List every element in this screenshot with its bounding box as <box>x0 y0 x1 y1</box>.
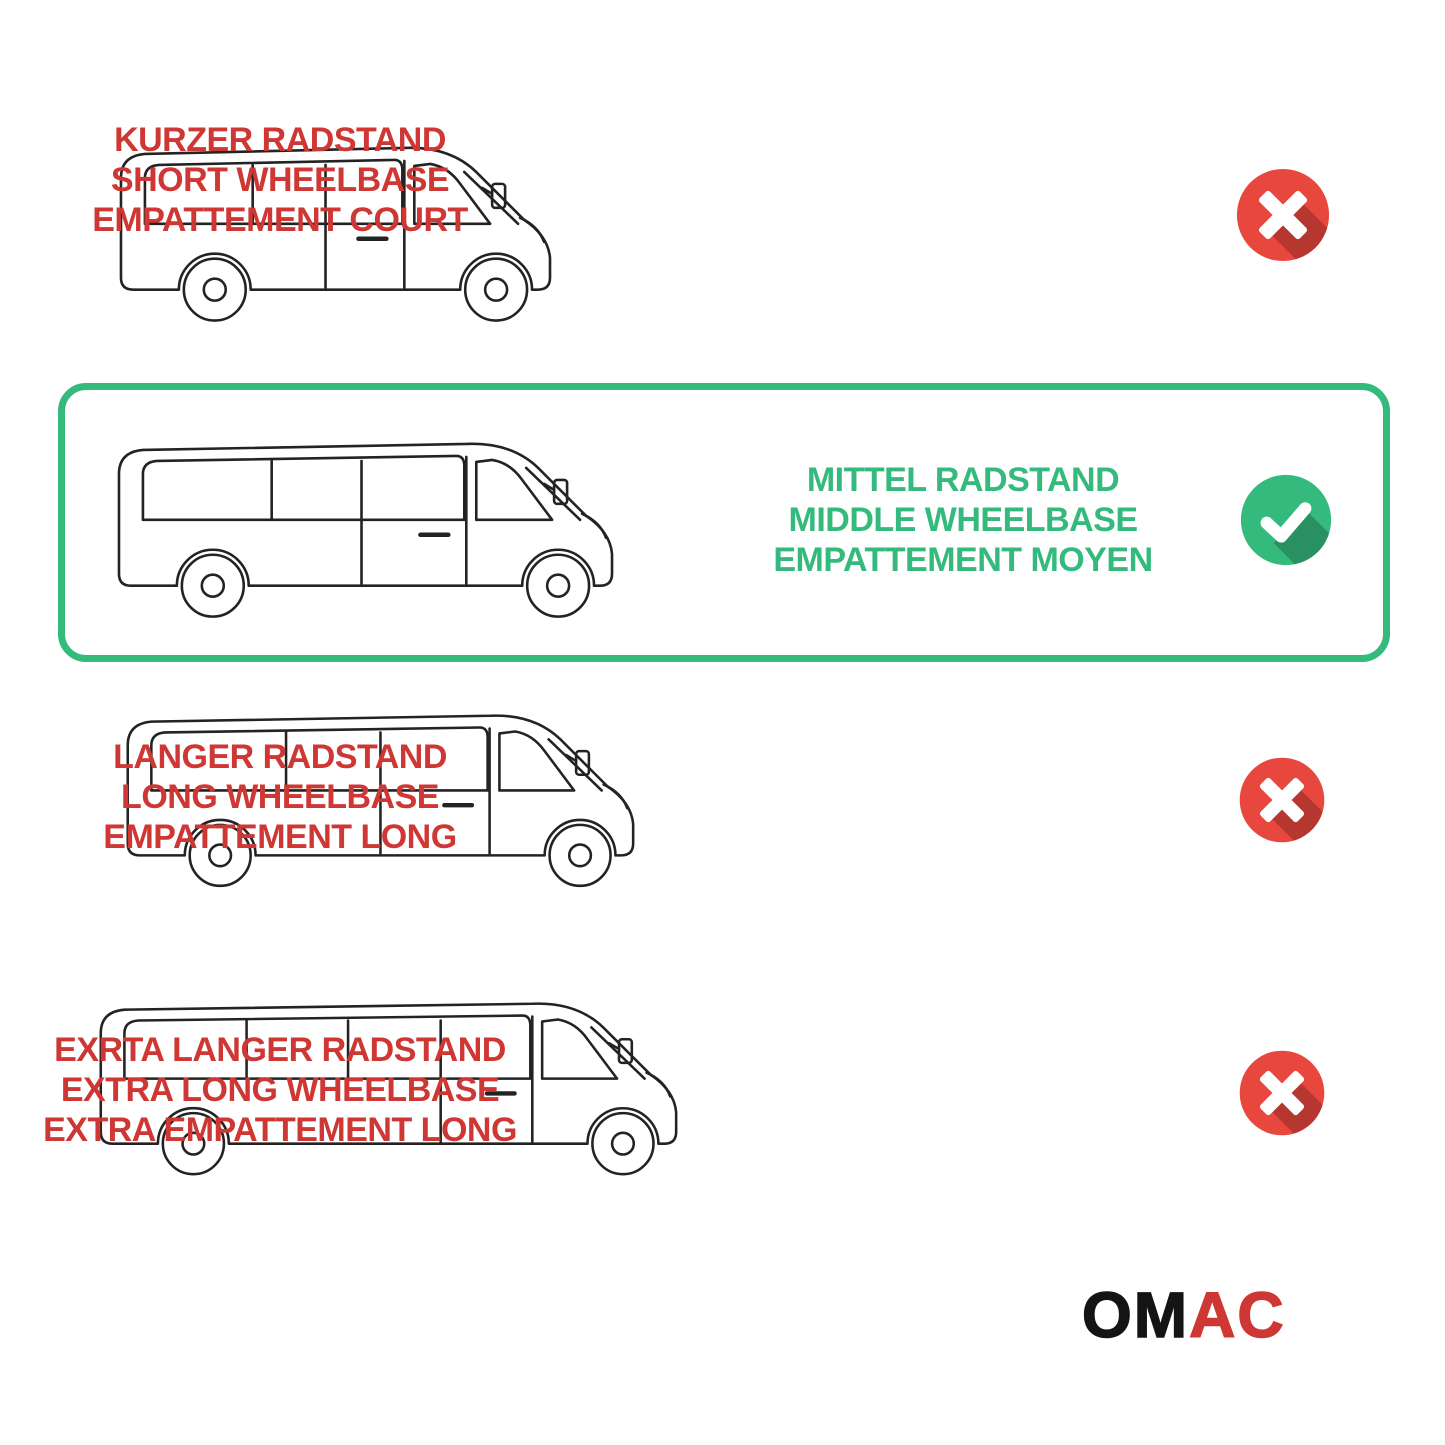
van-icon <box>117 442 614 618</box>
label-line-en: SHORT WHEELBASE <box>110 161 450 199</box>
option-label-short: KURZER RADSTAND SHORT WHEELBASE EMPATTEM… <box>0 120 560 240</box>
label-line-en: EXTRA LONG WHEELBASE <box>60 1071 500 1109</box>
label-line-fr: EXTRA EMPATTEMENT LONG <box>43 1111 517 1149</box>
label-line-en: LONG WHEELBASE <box>121 778 439 816</box>
option-label-long: LANGER RADSTAND LONG WHEELBASE EMPATTEME… <box>0 737 560 857</box>
option-label-extra-long: EXRTA LANGER RADSTAND EXTRA LONG WHEELBA… <box>0 1030 560 1150</box>
brand-logo: OMAC <box>1081 1278 1286 1352</box>
label-line-de: EXRTA LANGER RADSTAND <box>54 1031 506 1069</box>
van-icon <box>126 714 635 888</box>
cross-icon <box>1236 168 1330 262</box>
option-row-extra-long-wheelbase: EXRTA LANGER RADSTAND EXTRA LONG WHEELBA… <box>0 980 1445 1220</box>
option-row-long-wheelbase: LANGER RADSTAND LONG WHEELBASE EMPATTEME… <box>0 690 1445 920</box>
option-row-short-wheelbase: KURZER RADSTAND SHORT WHEELBASE EMPATTEM… <box>0 120 1445 350</box>
label-line-en: MIDDLE WHEELBASE <box>788 501 1139 539</box>
check-badge <box>1238 472 1334 568</box>
brand-logo-red-part: AC <box>1188 1278 1286 1352</box>
label-line-fr: EMPATTEMENT MOYEN <box>773 541 1153 579</box>
cross-icon <box>1239 757 1325 843</box>
van-illustration-extra-long <box>85 988 686 1185</box>
van-illustration-middle <box>103 428 622 628</box>
cross-badge <box>1237 755 1327 845</box>
van-illustration-short <box>105 132 560 332</box>
label-line-fr: EMPATTEMENT COURT <box>92 201 468 239</box>
cross-badge <box>1237 1048 1327 1138</box>
check-icon <box>1240 474 1332 566</box>
label-line-fr: EMPATTEMENT LONG <box>103 818 457 856</box>
brand-logo-black-part: OM <box>1081 1278 1190 1352</box>
van-illustration-long <box>112 700 643 897</box>
option-row-middle-wheelbase-selected: MITTEL RADSTAND MIDDLE WHEELBASE EMPATTE… <box>58 383 1390 662</box>
van-icon <box>119 146 552 322</box>
option-label-middle: MITTEL RADSTAND MIDDLE WHEELBASE EMPATTE… <box>683 460 1243 580</box>
cross-icon <box>1239 1050 1325 1136</box>
van-icon <box>99 1002 678 1176</box>
label-line-de: KURZER RADSTAND <box>114 121 446 159</box>
label-line-de: LANGER RADSTAND <box>113 738 447 776</box>
cross-badge <box>1234 166 1332 264</box>
label-line-de: MITTEL RADSTAND <box>806 461 1120 499</box>
